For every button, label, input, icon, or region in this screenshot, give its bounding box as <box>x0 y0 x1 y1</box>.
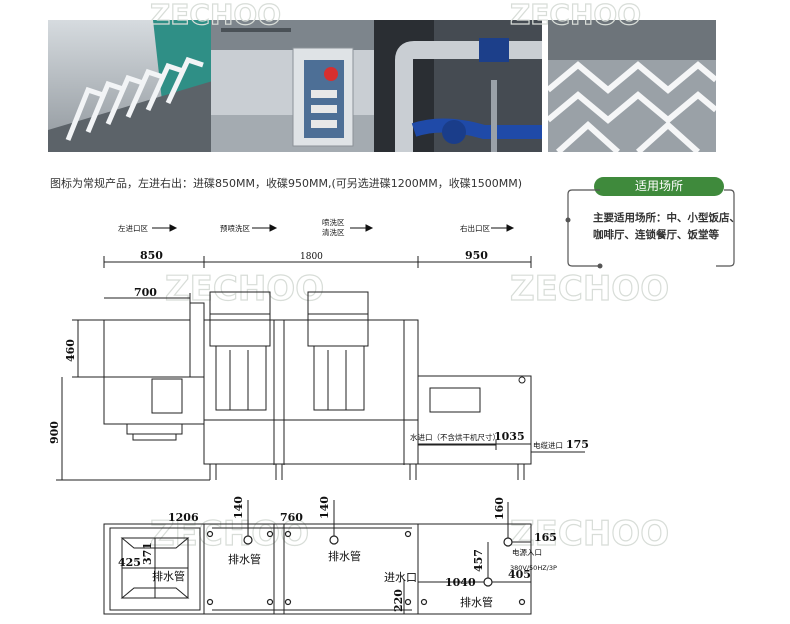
dim-460: 460 <box>64 339 77 362</box>
dim-1040: 1040 <box>445 576 476 589</box>
plan-view <box>103 500 532 615</box>
power-spec: 380V/50HZ/3P <box>510 564 557 572</box>
svg-text:ZECHOO: ZECHOO <box>150 0 281 31</box>
venue-bracket <box>567 189 735 267</box>
dim-405: 405 <box>508 568 531 581</box>
conveyor-rack-photo <box>48 20 216 152</box>
dim-371: 371 <box>141 542 154 565</box>
dim-457: 457 <box>472 549 485 572</box>
dim-900: 900 <box>48 421 61 444</box>
drain-label-2: 排水管 <box>228 552 261 566</box>
dim-1206: 1206 <box>168 511 199 524</box>
dim-760: 760 <box>280 511 303 524</box>
dim-700: 700 <box>134 286 157 299</box>
zone-prewash-label: 预喷洗区 <box>220 223 250 233</box>
drain-label-1: 排水管 <box>152 569 185 583</box>
dim-1800: 1800 <box>300 252 323 262</box>
dim-850: 850 <box>140 249 163 262</box>
dim-140b: 140 <box>318 496 331 519</box>
power-label: 电源入口 <box>512 547 542 557</box>
zone-labels: 左进口区 预喷洗区 喷洗区 清洗区 右出口区 <box>118 217 490 237</box>
power-in-label: 电缆进口 <box>533 440 563 450</box>
dim-425: 425 <box>118 556 141 569</box>
product-caption: 图标为常规产品，左进右出：进碟850MM，收碟950MM,(可另选进碟1200M… <box>50 177 522 190</box>
front-dim-labels: 850 1800 950 700 460 900 水进口（不含烘干机尺寸） 10… <box>48 249 589 451</box>
water-in-label: 水进口（不含烘干机尺寸） <box>410 432 500 442</box>
zone-exit-label: 右出口区 <box>460 223 490 233</box>
dim-160: 160 <box>493 497 506 520</box>
dim-950: 950 <box>465 249 488 262</box>
zone-wash1-label: 喷洗区 <box>322 217 345 227</box>
svg-text:ZECHOO: ZECHOO <box>510 269 669 309</box>
venue-text: 主要适用场所：中、小型饭店、咖啡厅、连锁餐厅、饭堂等 <box>593 212 740 241</box>
svg-text:ZECHOO: ZECHOO <box>165 269 324 309</box>
pipes-photo <box>374 20 542 152</box>
dim-140a: 140 <box>232 496 245 519</box>
rack-closeup-photo <box>548 20 716 152</box>
svg-text:ZECHOO: ZECHOO <box>510 514 669 554</box>
water-inlet-label: 进水口 <box>384 571 417 584</box>
dim-165: 165 <box>534 531 557 544</box>
svg-text:ZECHOO: ZECHOO <box>510 0 641 31</box>
dim-175: 175 <box>566 438 589 451</box>
dim-1035: 1035 <box>494 430 525 443</box>
venue-title: 适用场所 <box>594 177 724 196</box>
plan-drain-circles <box>206 530 526 606</box>
front-elevation <box>56 256 585 481</box>
drain-label-4: 排水管 <box>460 595 493 609</box>
zone-arrows <box>152 224 515 232</box>
zone-wash2-label: 清洗区 <box>322 227 345 237</box>
drain-label-3: 排水管 <box>328 549 361 563</box>
zone-entry-label: 左进口区 <box>118 223 148 233</box>
dim-220: 220 <box>392 589 405 612</box>
plan-dim-labels: 1206 140 760 140 160 165 405 457 1040 22… <box>118 496 557 612</box>
control-panel-photo <box>211 20 379 152</box>
